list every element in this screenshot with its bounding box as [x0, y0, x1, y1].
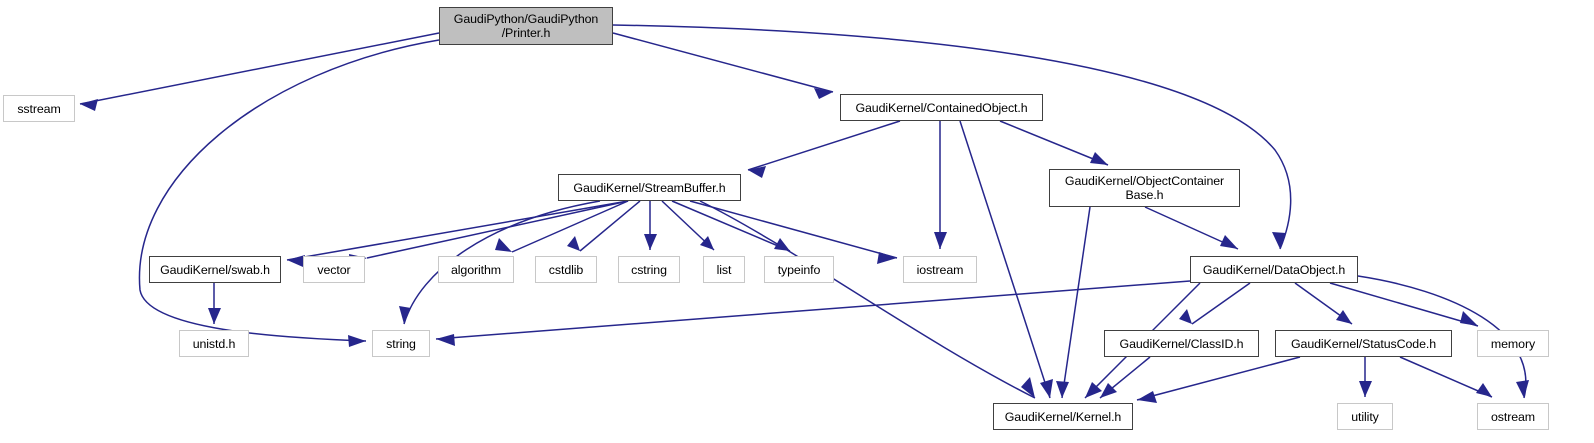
arrowhead-icon — [495, 238, 512, 252]
edge-streambuffer-to-swab — [286, 200, 629, 267]
arrowhead-icon — [1336, 310, 1352, 324]
edge-objectcontainer-to-dataobject — [1144, 206, 1239, 250]
graph-node-kernel[interactable]: GaudiKernel/Kernel.h — [993, 403, 1133, 430]
arrowhead-icon — [348, 335, 366, 347]
edge-printer-to-sstream — [79, 32, 440, 111]
edge-dataobject-to-classid — [1179, 282, 1251, 325]
edge-statuscode-to-ostream — [1399, 356, 1493, 398]
graph-node-classid[interactable]: GaudiKernel/ClassID.h — [1104, 330, 1259, 357]
edge-printer-to-dataobject — [612, 24, 1292, 250]
graph-node-memory[interactable]: memory — [1477, 330, 1549, 357]
graph-node-objectcontainer[interactable]: GaudiKernel/ObjectContainer Base.h — [1049, 169, 1240, 207]
graph-node-ostream[interactable]: ostream — [1477, 403, 1549, 430]
graph-node-algorithm[interactable]: algorithm — [438, 256, 514, 283]
edge-statuscode-to-kernel — [1136, 356, 1301, 403]
arrowhead-icon — [644, 234, 657, 250]
edge-dataobject-to-statuscode — [1294, 282, 1353, 325]
arrowhead-icon — [774, 238, 790, 251]
edge-dataobject-to-ostream — [1357, 275, 1529, 399]
graph-node-list[interactable]: list — [703, 256, 745, 283]
edge-printer-to-containedobject — [612, 32, 834, 99]
edge-streambuffer-to-list — [661, 200, 715, 251]
graph-node-sstream[interactable]: sstream — [3, 95, 75, 122]
arrowhead-icon — [1179, 309, 1192, 324]
graph-node-typeinfo[interactable]: typeinfo — [764, 256, 834, 283]
arrowhead-icon — [814, 88, 833, 99]
edge-streambuffer-to-iostream — [689, 200, 898, 264]
edge-containedobject-to-iostream — [934, 121, 947, 249]
arrowhead-icon — [1460, 311, 1478, 326]
graph-node-containedobject[interactable]: GaudiKernel/ContainedObject.h — [840, 94, 1043, 121]
graph-node-vector[interactable]: vector — [303, 256, 365, 283]
edge-containedobject-to-objectcontainer — [999, 120, 1109, 166]
arrowhead-icon — [934, 232, 947, 249]
graph-node-iostream[interactable]: iostream — [903, 256, 977, 283]
arrowhead-icon — [208, 308, 221, 324]
arrowhead-icon — [80, 99, 98, 111]
edge-streambuffer-to-cstdlib — [567, 200, 641, 252]
edge-dataobject-to-string — [435, 280, 1191, 346]
edge-streambuffer-to-typeinfo — [671, 200, 791, 252]
edge-containedobject-to-kernel — [959, 120, 1053, 399]
arrowhead-icon — [399, 306, 411, 324]
arrowhead-icon — [567, 236, 580, 251]
edge-streambuffer-to-algorithm — [495, 200, 629, 253]
arrowhead-icon — [436, 334, 455, 346]
graph-node-statuscode[interactable]: GaudiKernel/StatusCode.h — [1275, 330, 1452, 357]
arrowhead-icon — [1516, 380, 1529, 398]
graph-node-printer[interactable]: GaudiPython/GaudiPython /Printer.h — [439, 7, 613, 45]
graph-node-string[interactable]: string — [372, 330, 430, 357]
arrowhead-icon — [1090, 152, 1108, 165]
edge-containedobject-to-streambuffer — [747, 120, 901, 178]
edge-objectcontainer-to-kernel — [1056, 206, 1091, 399]
arrowhead-icon — [1040, 379, 1053, 398]
graph-node-dataobject[interactable]: GaudiKernel/DataObject.h — [1190, 256, 1358, 283]
arrowhead-icon — [1056, 381, 1069, 398]
arrowhead-icon — [1100, 383, 1117, 398]
arrowhead-icon — [1272, 232, 1286, 249]
graph-node-cstdlib[interactable]: cstdlib — [535, 256, 597, 283]
arrowhead-icon — [1220, 235, 1238, 249]
edge-streambuffer-to-string — [399, 200, 601, 325]
arrowhead-icon — [1476, 383, 1492, 397]
edge-statuscode-to-utility — [1359, 357, 1372, 397]
arrowhead-icon — [748, 166, 766, 178]
arrowhead-icon — [1359, 381, 1372, 397]
arrowhead-icon — [1021, 377, 1035, 398]
arrowhead-icon — [287, 255, 305, 267]
edge-streambuffer-to-kernel — [699, 200, 1036, 399]
arrowhead-icon — [877, 252, 897, 264]
arrowhead-icon — [700, 236, 714, 250]
arrowhead-icon — [1085, 382, 1102, 398]
edge-printer-to-string — [138, 39, 440, 347]
graph-node-unistd[interactable]: unistd.h — [179, 330, 249, 357]
edge-dataobject-to-memory — [1329, 282, 1479, 327]
graph-node-cstring[interactable]: cstring — [618, 256, 680, 283]
edge-swab-to-unistd — [208, 283, 221, 324]
arrowhead-icon — [1137, 391, 1157, 403]
edge-classid-to-kernel — [1099, 356, 1151, 399]
graph-node-utility[interactable]: utility — [1337, 403, 1393, 430]
graph-node-streambuffer[interactable]: GaudiKernel/StreamBuffer.h — [558, 174, 741, 201]
graph-node-swab[interactable]: GaudiKernel/swab.h — [149, 256, 281, 283]
edge-streambuffer-to-cstring — [644, 201, 657, 250]
